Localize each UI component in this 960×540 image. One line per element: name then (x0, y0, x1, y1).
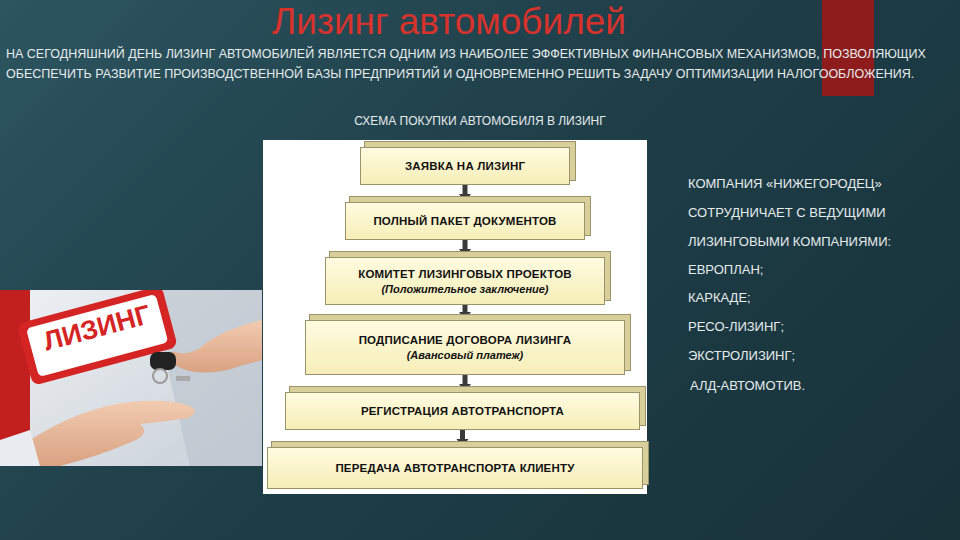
partner-name: РЕСО-ЛИЗИНГ; (688, 319, 784, 334)
partner-name: АЛД-АВТОМОТИВ. (690, 378, 805, 393)
partners-intro: КОМПАНИЯ «НИЖЕГОРОДЕЦ» СОТРУДНИЧАЕТ С ВЕ… (688, 169, 938, 256)
flow-arrow (459, 240, 471, 257)
process-box: РЕГИСТРАЦИЯ АВТОТРАНСПОРТА (285, 392, 640, 430)
process-box: ПОЛНЫЙ ПАКЕТ ДОКУМЕНТОВ (345, 202, 585, 240)
intro-text: НА СЕГОДНЯШНИЙ ДЕНЬ ЛИЗИНГ АВТОМОБИЛЕЙ Я… (6, 44, 951, 84)
flow-arrow (459, 305, 471, 320)
box-title: ЗАЯВКА НА ЛИЗИНГ (405, 160, 525, 172)
scheme-heading: СХЕМА ПОКУПКИ АВТОМОБИЛЯ В ЛИЗИНГ (280, 114, 680, 128)
scheme-panel (263, 140, 647, 494)
process-box: ПЕРЕДАЧА АВТОТРАНСПОРТА КЛИЕНТУ (267, 447, 643, 489)
process-box: КОМИТЕТ ЛИЗИНГОВЫХ ПРОЕКТОВ (Положительно… (325, 257, 605, 305)
slide-title: Лизинг автомобилей (272, 2, 626, 42)
flow-arrow (459, 185, 471, 202)
box-title: РЕГИСТРАЦИЯ АВТОТРАНСПОРТА (361, 405, 564, 417)
partner-name: ЕВРОПЛАН; (688, 262, 763, 277)
flow-arrow (457, 430, 469, 447)
partner-name: КАРКАДЕ; (688, 290, 751, 305)
partner-name: ЭКСТРОЛИЗИНГ; (688, 348, 795, 363)
box-note: (Авансовый платеж) (407, 349, 524, 361)
box-title: ПЕРЕДАЧА АВТОТРАНСПОРТА КЛИЕНТУ (335, 462, 574, 474)
box-title: ПОЛНЫЙ ПАКЕТ ДОКУМЕНТОВ (373, 215, 556, 227)
box-title: КОМИТЕТ ЛИЗИНГОВЫХ ПРОЕКТОВ (358, 268, 572, 280)
box-note: (Положительное заключение) (381, 283, 548, 295)
flow-arrow (459, 375, 471, 392)
process-box: ПОДПИСАНИЕ ДОГОВОРА ЛИЗИНГА (Авансовый пл… (305, 320, 625, 375)
process-box: ЗАЯВКА НА ЛИЗИНГ (360, 147, 570, 185)
box-title: ПОДПИСАНИЕ ДОГОВОРА ЛИЗИНГА (359, 334, 572, 346)
